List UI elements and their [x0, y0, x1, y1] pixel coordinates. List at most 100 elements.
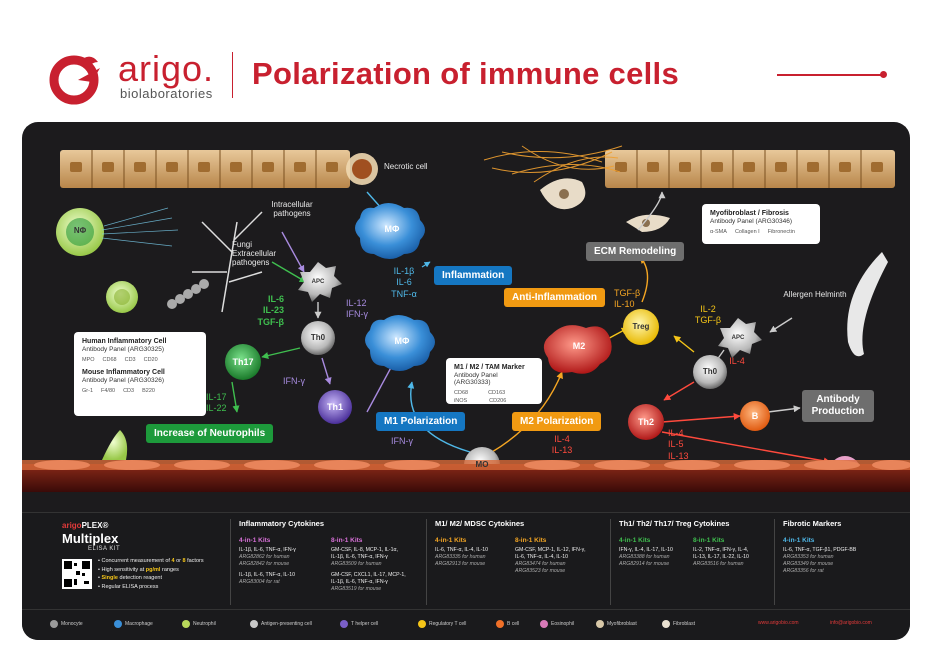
bullet-3: • Single detection reagent: [98, 575, 163, 582]
brand-name: arigo.: [118, 48, 215, 89]
m2-cell-icon: [543, 325, 612, 374]
kit-cat: ARG83388 for human: [619, 554, 670, 561]
kit-8in1-items: GM-CSF, MCP-1, IL-12, IFN-γ, IL-6, TNF-α…: [515, 547, 607, 575]
fibrotic-markers-col: Fibrotic Markers 4-in-1 Kits IL-6, TNF-α…: [774, 519, 902, 605]
legend-label: Macrophage: [125, 621, 153, 627]
legend-label: Neutrophil: [193, 621, 216, 627]
bullet-text: High sensitivity at: [101, 566, 146, 573]
product-footer: arigoPLEX® Multiplex ELISA KIT • Concurr…: [22, 512, 910, 640]
kit-cat: ARG82913 for mouse: [435, 561, 486, 568]
legend-myofibroblast: Myofibroblast: [596, 620, 637, 628]
footer-brand-arigo: arigo: [62, 521, 82, 530]
m1-polarization-pill: M1 Polarization: [376, 412, 466, 431]
kit-item: IL-1β, IL-6, TNF-α, IFN-γ: [331, 554, 388, 561]
kit-4in1-items: IL-6, TNF-α, TGF-β1, PDGF-BB ARG83353 fo…: [783, 547, 901, 575]
marker: CD163: [488, 390, 506, 396]
kit-4in1-items: IL-6, TNF-α, IL-4, IL-10 ARG83335 for hu…: [435, 547, 513, 568]
feature-bullets: • Concurrent measurement of 4 or 8 facto…: [98, 557, 204, 591]
apc-right-label: APC: [731, 335, 745, 341]
kit-cat: ARG82842 for mouse: [239, 561, 290, 568]
marker: CD68: [454, 390, 469, 396]
legend-label: Myofibroblast: [607, 621, 637, 627]
apc-cell-icon: [298, 262, 342, 302]
kit-item: IL-6, TNF-α, IL-4, IL-10: [435, 547, 489, 553]
neutrophil-icon: [182, 620, 190, 628]
kit-8in1-label: 8-in-1 Kits: [693, 537, 725, 544]
legend-eosinophil: Eosinophil: [540, 620, 574, 628]
mphi-to-m1-arrow: [421, 261, 431, 268]
fungi-label: Fungi Extracellular pathogens: [232, 240, 277, 268]
ecm-remodeling-pill: ECM Remodeling: [586, 242, 685, 261]
th17-cell-icon: [225, 344, 261, 380]
kit-cat: ARG83004 for rat: [239, 579, 280, 586]
epithelium-top-left: [60, 150, 350, 188]
m2-label: M2: [572, 341, 586, 351]
website-link[interactable]: www.arigobio.com: [758, 620, 799, 626]
tam-row-1: CD68 CD163: [454, 390, 534, 396]
footer-brand-reg: ®: [102, 521, 109, 530]
cytokines-th2-out: IL-4 IL-5 IL-13: [668, 428, 689, 461]
kit-4in1-label: 4-in-1 Kits: [619, 537, 651, 544]
kit-4in1-items: IL-1β, IL-6, TNF-α, IFN-γ ARG82862 for h…: [239, 547, 329, 586]
email-link[interactable]: info@arigobio.com: [830, 620, 872, 626]
b-cell-icon: [740, 401, 770, 431]
kit-cat: ARG83509 for human: [331, 561, 382, 568]
kit-item: GM-CSF, CXCL1, IL-17, MCP-1,: [331, 572, 406, 579]
neutrophil-icon: [56, 208, 104, 256]
cytokines-m2-in: IL-4 IL-13: [551, 434, 573, 456]
kit-cat: ARG83353 for human: [783, 554, 834, 561]
human-markers: MPO CD68 CD3 CD20: [82, 357, 198, 363]
kit-item: IL-6, TNF-α, TGF-β1, PDGF-BB: [783, 547, 857, 553]
legend-label: B cell: [507, 621, 520, 627]
increase-neutrophils-pill: Increase of Neutrophils: [146, 424, 274, 443]
cytokines-treg-in: IL-2 TGF-β: [694, 304, 722, 326]
qr-code-icon: [62, 559, 92, 589]
macrophage-mid-icon: [365, 315, 435, 371]
inflammatory-cell-card: Human Inflammatory Cell Antibody Panel (…: [74, 332, 206, 416]
kit-cat: ARG83519 for mouse: [331, 586, 382, 593]
footer-brand: arigoPLEX®: [62, 521, 108, 530]
mo-label: MO: [475, 460, 489, 469]
arrow-th2-to-eosinophil: [661, 431, 831, 465]
kit-4in1-items: IFN-γ, IL-4, IL-17, IL-10 ARG83388 for h…: [619, 547, 695, 568]
th0-label: Th0: [310, 333, 326, 342]
footer-brand-plex: PLEX: [81, 521, 103, 530]
antibody-production-pill: Antibody Production: [802, 390, 874, 422]
marker: CD3: [124, 357, 136, 363]
treg-icon: [418, 620, 426, 628]
kit-4in1-label: 4-in-1 Kits: [783, 537, 815, 544]
kit-cat: ARG83349 for mouse: [783, 561, 834, 568]
kit-cat: ARG83335 for human: [435, 554, 486, 561]
tam-card-title: M1 / M2 / TAM Marker: [454, 364, 525, 371]
elisa-kit-label: ELISA KIT: [88, 546, 121, 552]
legend-neutrophil: Neutrophil: [182, 620, 216, 628]
epithelium-top-right: [605, 150, 895, 188]
bullet-1: • Concurrent measurement of 4 or 8 facto…: [98, 558, 204, 564]
inflammatory-cytokines-col: Inflammatory Cytokines 4-in-1 Kits IL-1β…: [230, 519, 420, 605]
mouse-card-sub: Antibody Panel (ARG30326): [82, 377, 165, 384]
th-cytokines-col: Th1/ Th2/ Th17/ Treg Cytokines 4-in-1 Ki…: [610, 519, 770, 605]
legend-monocyte: Monocyte: [50, 620, 83, 628]
marker: CD3: [123, 388, 135, 394]
myofibroblast-card-sub: Antibody Panel (ARG30346): [710, 218, 793, 225]
bacteria-chain-icon: [167, 279, 209, 309]
cytokines-apc-left: IL-6 IL-23 TGF-β: [257, 294, 285, 327]
apc-right-cell-icon: [718, 318, 762, 358]
arrow-th0r-to-treg: [673, 335, 695, 353]
neutrophil-2-icon: [106, 281, 138, 313]
treg-cell-icon: [623, 309, 659, 345]
marker: iNOS: [454, 398, 468, 404]
ecm-fibers: [483, 145, 623, 183]
bullet-4: • Regular ELISA process: [98, 583, 159, 590]
kit-4in1-label: 4-in-1 Kits: [239, 537, 271, 544]
arrow-th1-to-mphi: [366, 361, 395, 413]
kit-cat: ARG82914 for mouse: [619, 561, 670, 568]
diagram-panel: NΦ APC Th0 Th17 Th1 MΦ MΦ MO M2 Treg APC…: [22, 122, 910, 640]
net-strands: [101, 207, 179, 247]
col-title: Inflammatory Cytokines: [239, 519, 325, 528]
marker: α-SMA: [710, 229, 727, 235]
myofibroblast-icon: [540, 178, 670, 232]
kit-cat: ARG82862 for human: [239, 554, 290, 561]
kit-item: IFN-γ, IL-4, IL-17, IL-10: [619, 547, 673, 553]
